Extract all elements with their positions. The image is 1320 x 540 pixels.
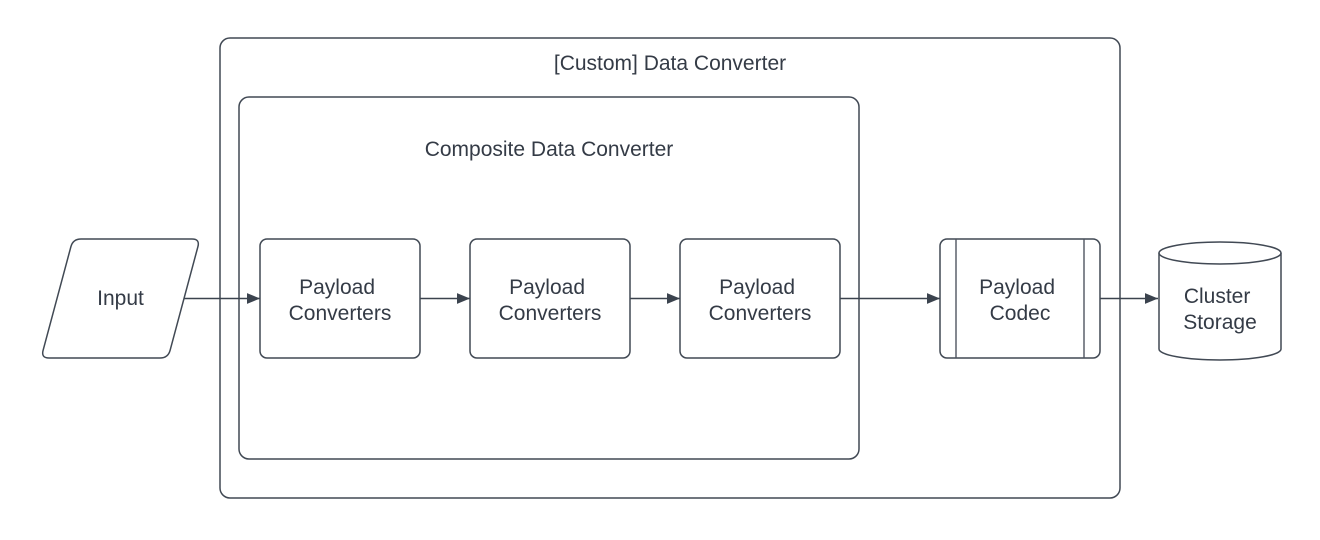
node-payload-converters-1: Payload Converters xyxy=(259,238,421,359)
payload-converters-1-box xyxy=(259,238,421,359)
node-payload-codec: Payload Codec xyxy=(939,238,1101,359)
payload-codec-label-line1: Payload xyxy=(979,276,1055,299)
payload-converters-2-box xyxy=(469,238,631,359)
payload-codec-label: Payload Codec xyxy=(979,276,1061,325)
payload-converters-3-label: Payload Converters xyxy=(709,276,812,325)
payload-converters-1-label: Payload Converters xyxy=(289,276,392,325)
payload-converters-1-label-line1: Payload xyxy=(299,276,375,299)
node-payload-converters-3: Payload Converters xyxy=(679,238,841,359)
input-parallelogram xyxy=(41,238,200,359)
payload-converters-3-label-line1: Payload xyxy=(719,276,795,299)
node-payload-converters-2: Payload Converters xyxy=(469,238,631,359)
payload-converters-1-label-line2: Converters xyxy=(289,302,392,325)
payload-converters-3-box xyxy=(679,238,841,359)
payload-converters-2-label-line1: Payload xyxy=(509,276,585,299)
cluster-storage-label: Cluster Storage xyxy=(1183,285,1257,334)
cluster-storage-cylinder-body xyxy=(1158,253,1282,361)
node-cluster-storage: Cluster Storage xyxy=(1158,241,1282,361)
input-label: Input xyxy=(97,287,144,310)
payload-codec-box xyxy=(939,238,1101,359)
payload-converters-3-label-line2: Converters xyxy=(709,302,812,325)
payload-converters-2-label: Payload Converters xyxy=(499,276,602,325)
custom-data-converter-title: [Custom] Data Converter xyxy=(554,52,786,75)
cluster-storage-label-line1: Cluster xyxy=(1184,285,1251,308)
cluster-storage-cylinder-top xyxy=(1158,241,1282,265)
node-input: Input xyxy=(41,238,200,359)
payload-codec-label-line2: Codec xyxy=(990,302,1051,325)
composite-data-converter-title: Composite Data Converter xyxy=(425,138,674,161)
payload-converters-2-label-line2: Converters xyxy=(499,302,602,325)
cluster-storage-label-line2: Storage xyxy=(1183,311,1257,334)
